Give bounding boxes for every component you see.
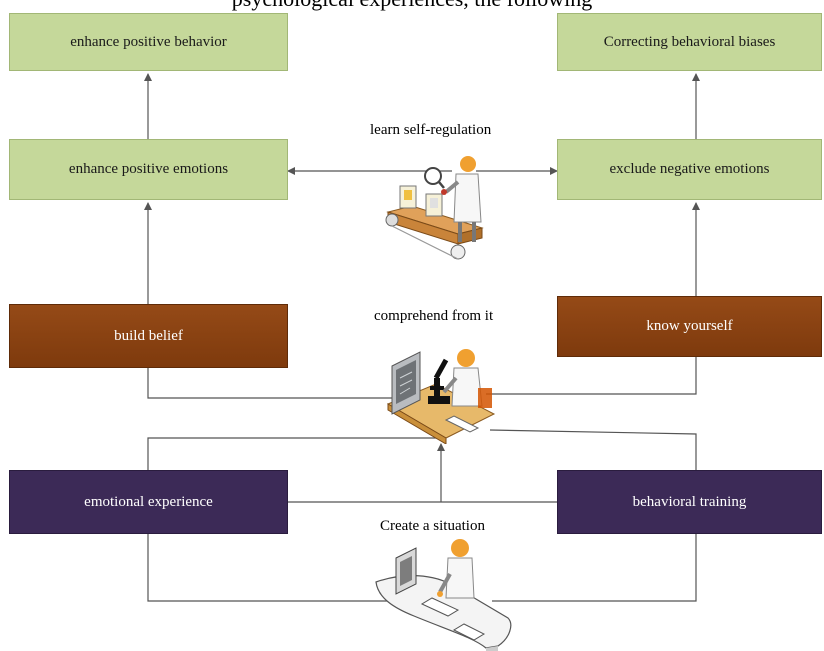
comprehend-from-it-label: comprehend from it: [374, 308, 494, 324]
enhance-positive-behavior-box: enhance positive behavior: [9, 13, 288, 71]
know-yourself-box: know yourself: [557, 296, 822, 357]
line-belief-to-desk: [147, 368, 392, 399]
line-upper-frame: [147, 437, 440, 470]
create-a-situation-label: Create a situation: [380, 518, 485, 534]
line-upper-frame-right: [489, 429, 697, 470]
inspector-magnifier-icon: [385, 156, 484, 260]
enhance-positive-emotions-box: enhance positive emotions: [9, 139, 288, 200]
line-training-bottom: [492, 534, 697, 602]
build-belief-box: build belief: [9, 304, 288, 368]
line-know-to-desk: [486, 357, 697, 395]
learn-self-regulation-label: learn self-regulation: [370, 122, 492, 138]
exclude-negative-emotions-box: exclude negative emotions: [557, 139, 822, 200]
line-experience-bottom: [147, 534, 398, 602]
page-header-fragment: psychological experiences, the following: [0, 0, 824, 12]
person-computer-icon: [375, 539, 512, 651]
correcting-behavioral-biases-box: Correcting behavioral biases: [557, 13, 822, 71]
emotional-experience-box: emotional experience: [9, 470, 288, 534]
behavioral-training-box: behavioral training: [557, 470, 822, 534]
scientist-microscope-icon: [386, 349, 496, 444]
